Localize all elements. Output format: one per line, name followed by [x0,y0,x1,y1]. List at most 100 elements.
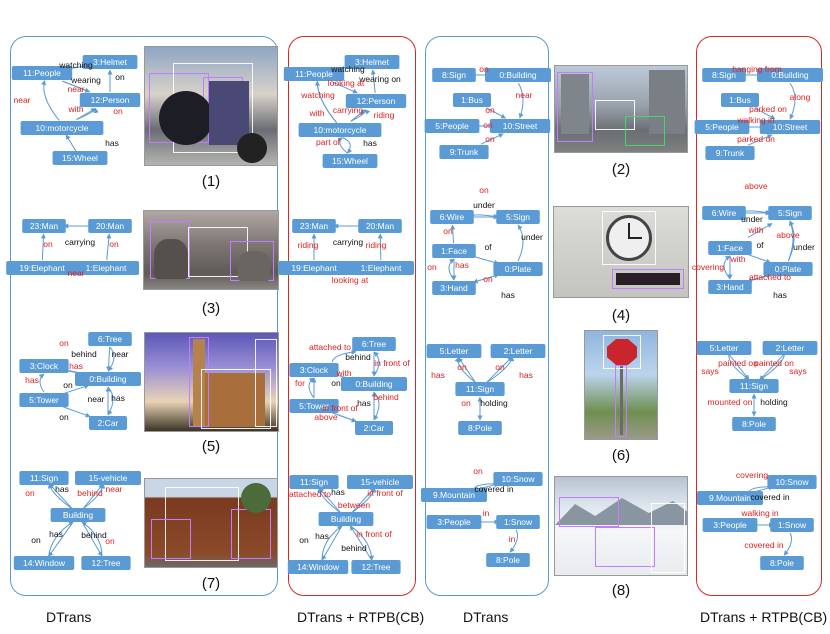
g6-node-label-0: 23:Man [300,221,329,231]
g12-node-1 [762,341,818,355]
g11-edge-2 [454,357,476,383]
g10-edge-2 [373,351,380,377]
g2-edge-label-8: has [363,138,377,148]
g1-node-label-4: 15:Wheel [62,153,98,163]
g4-node-label-3: 5:People [705,122,739,132]
g7-edge-label-7: on [483,274,493,284]
g2-edge-7 [337,137,348,154]
g10-edge-5 [308,377,315,399]
g5-edge-label-0: on [43,239,53,249]
g13-edge-label-6: behind [81,530,107,540]
g16-node-label-4: 8:Pole [770,558,794,568]
g13-edge-label-7: on [105,536,115,546]
g5-edge-2 [106,233,112,261]
g12-edge-label-3: says [789,366,806,376]
g13-edge-1 [49,483,73,510]
g2-node-label-1: 11:People [295,69,333,79]
g2-node-label-0: 3:Helmet [355,57,390,67]
g11-edge-0 [458,357,476,383]
g9-edge-5 [63,384,90,395]
g16-node-label-2: 3:People [713,520,747,530]
g14-edge-3 [351,487,377,514]
g2-node-3 [298,123,382,137]
g4-edge-label-1: along [790,92,811,102]
g11-edge-label-3: has [519,370,533,380]
g16-edge-label-0: covering [736,470,768,480]
g2-edge-label-3: watching [300,90,335,100]
g8-node-label-0: 6:Wire [712,208,737,218]
g3-node-3 [424,119,480,133]
photo-7-building [144,478,278,568]
g5-node-0 [22,219,66,233]
g6-node-label-1: 20:Man [366,221,395,231]
g8-node-label-3: 0:Plate [775,264,802,274]
g11-edge-label-0: on [457,362,467,372]
g3-edge-label-0: on [479,64,489,74]
g13-edge-5 [48,521,74,557]
g10-edge-label-9: above [314,412,337,422]
g4-edge-2 [754,107,776,120]
g1-node-label-0: 3:Helmet [93,57,128,67]
g3-edge-4 [480,133,504,145]
g11-node-label-1: 2:Letter [504,346,533,356]
g11-edge-label-2: has [431,370,445,380]
g12-node-0 [696,341,752,355]
g7-edge-label-8: has [501,290,515,300]
g9-edge-1 [106,346,112,372]
photo-1-motorcycle [144,46,278,166]
g16-edge-label-3: covered in [744,540,783,550]
g8-node-label-4: 3:Hand [716,282,744,292]
g1-edge-3 [41,80,60,121]
caption-1: (1) [201,173,221,190]
caption-2: (2) [611,161,631,178]
panel-label-rtpb-left: DTrans + RTPB(CB) [297,609,425,625]
g2-node-4 [322,154,378,168]
g5-edge-0 [40,233,46,261]
g15-node-1 [421,488,487,502]
g10-edge-label-5: for [295,378,305,388]
g14-edge-label-4: on [299,535,309,545]
g7-edge-label-2: on [443,226,453,236]
g12-edge-2 [728,354,750,381]
g9-edge-2 [107,346,115,372]
g8-edge-label-9: has [773,290,787,300]
g13-node-label-3: 14:Window [23,558,66,568]
g13-edge-label-4: on [31,535,41,545]
g10-node-label-4: 2:Car [364,423,385,433]
g10-edge-label-2: in front of [374,358,410,368]
g15-edge-label-2: in [483,508,490,518]
g12-node-label-2: 11:Sign [740,381,768,391]
g3-node-label-0: 8:Sign [442,70,466,80]
g9-node-label-3: 5:Tower [29,395,59,405]
g5-node-label-3: 1:Elephant [86,263,127,273]
g2-edge-label-2: looking at [328,78,365,88]
g13-node-label-0: 11:Sign [30,473,58,483]
g16-node-3 [770,518,814,532]
g2-edge-1 [370,69,376,94]
g8-node-4 [708,280,752,294]
g11-node-label-2: 11:Sign [466,384,494,394]
g14-edge-5 [321,525,343,561]
g1-edge-7 [65,134,77,152]
g3-node-4 [489,119,551,133]
g9-node-2 [75,372,141,386]
g14-node-2 [318,512,374,526]
g2-edge-8 [342,137,353,154]
g1-node-1 [11,66,73,80]
g10-edge-label-8: in front of [322,403,358,413]
g2-node-2 [345,94,407,108]
g4-node-label-2: 1:Bus [729,95,751,105]
g5-node-label-2: 19:Elephant [19,263,65,273]
g9-edge-8 [63,406,91,418]
g4-node-5 [705,146,755,160]
g10-node-3 [289,399,339,413]
g1-edge-label-2: on [115,72,125,82]
g10-edge-label-4: on [331,378,341,388]
g13-edge-label-5: has [49,529,63,539]
g10-edge-label-1: behind [345,352,371,362]
g14-edge-label-2: between [338,500,370,510]
g14-edge-label-3: in front of [367,488,403,498]
g16-node-label-1: 9.Mountain [709,493,751,503]
g3-edge-label-3: on [483,120,493,130]
g9-edge-label-6: near [87,394,104,404]
